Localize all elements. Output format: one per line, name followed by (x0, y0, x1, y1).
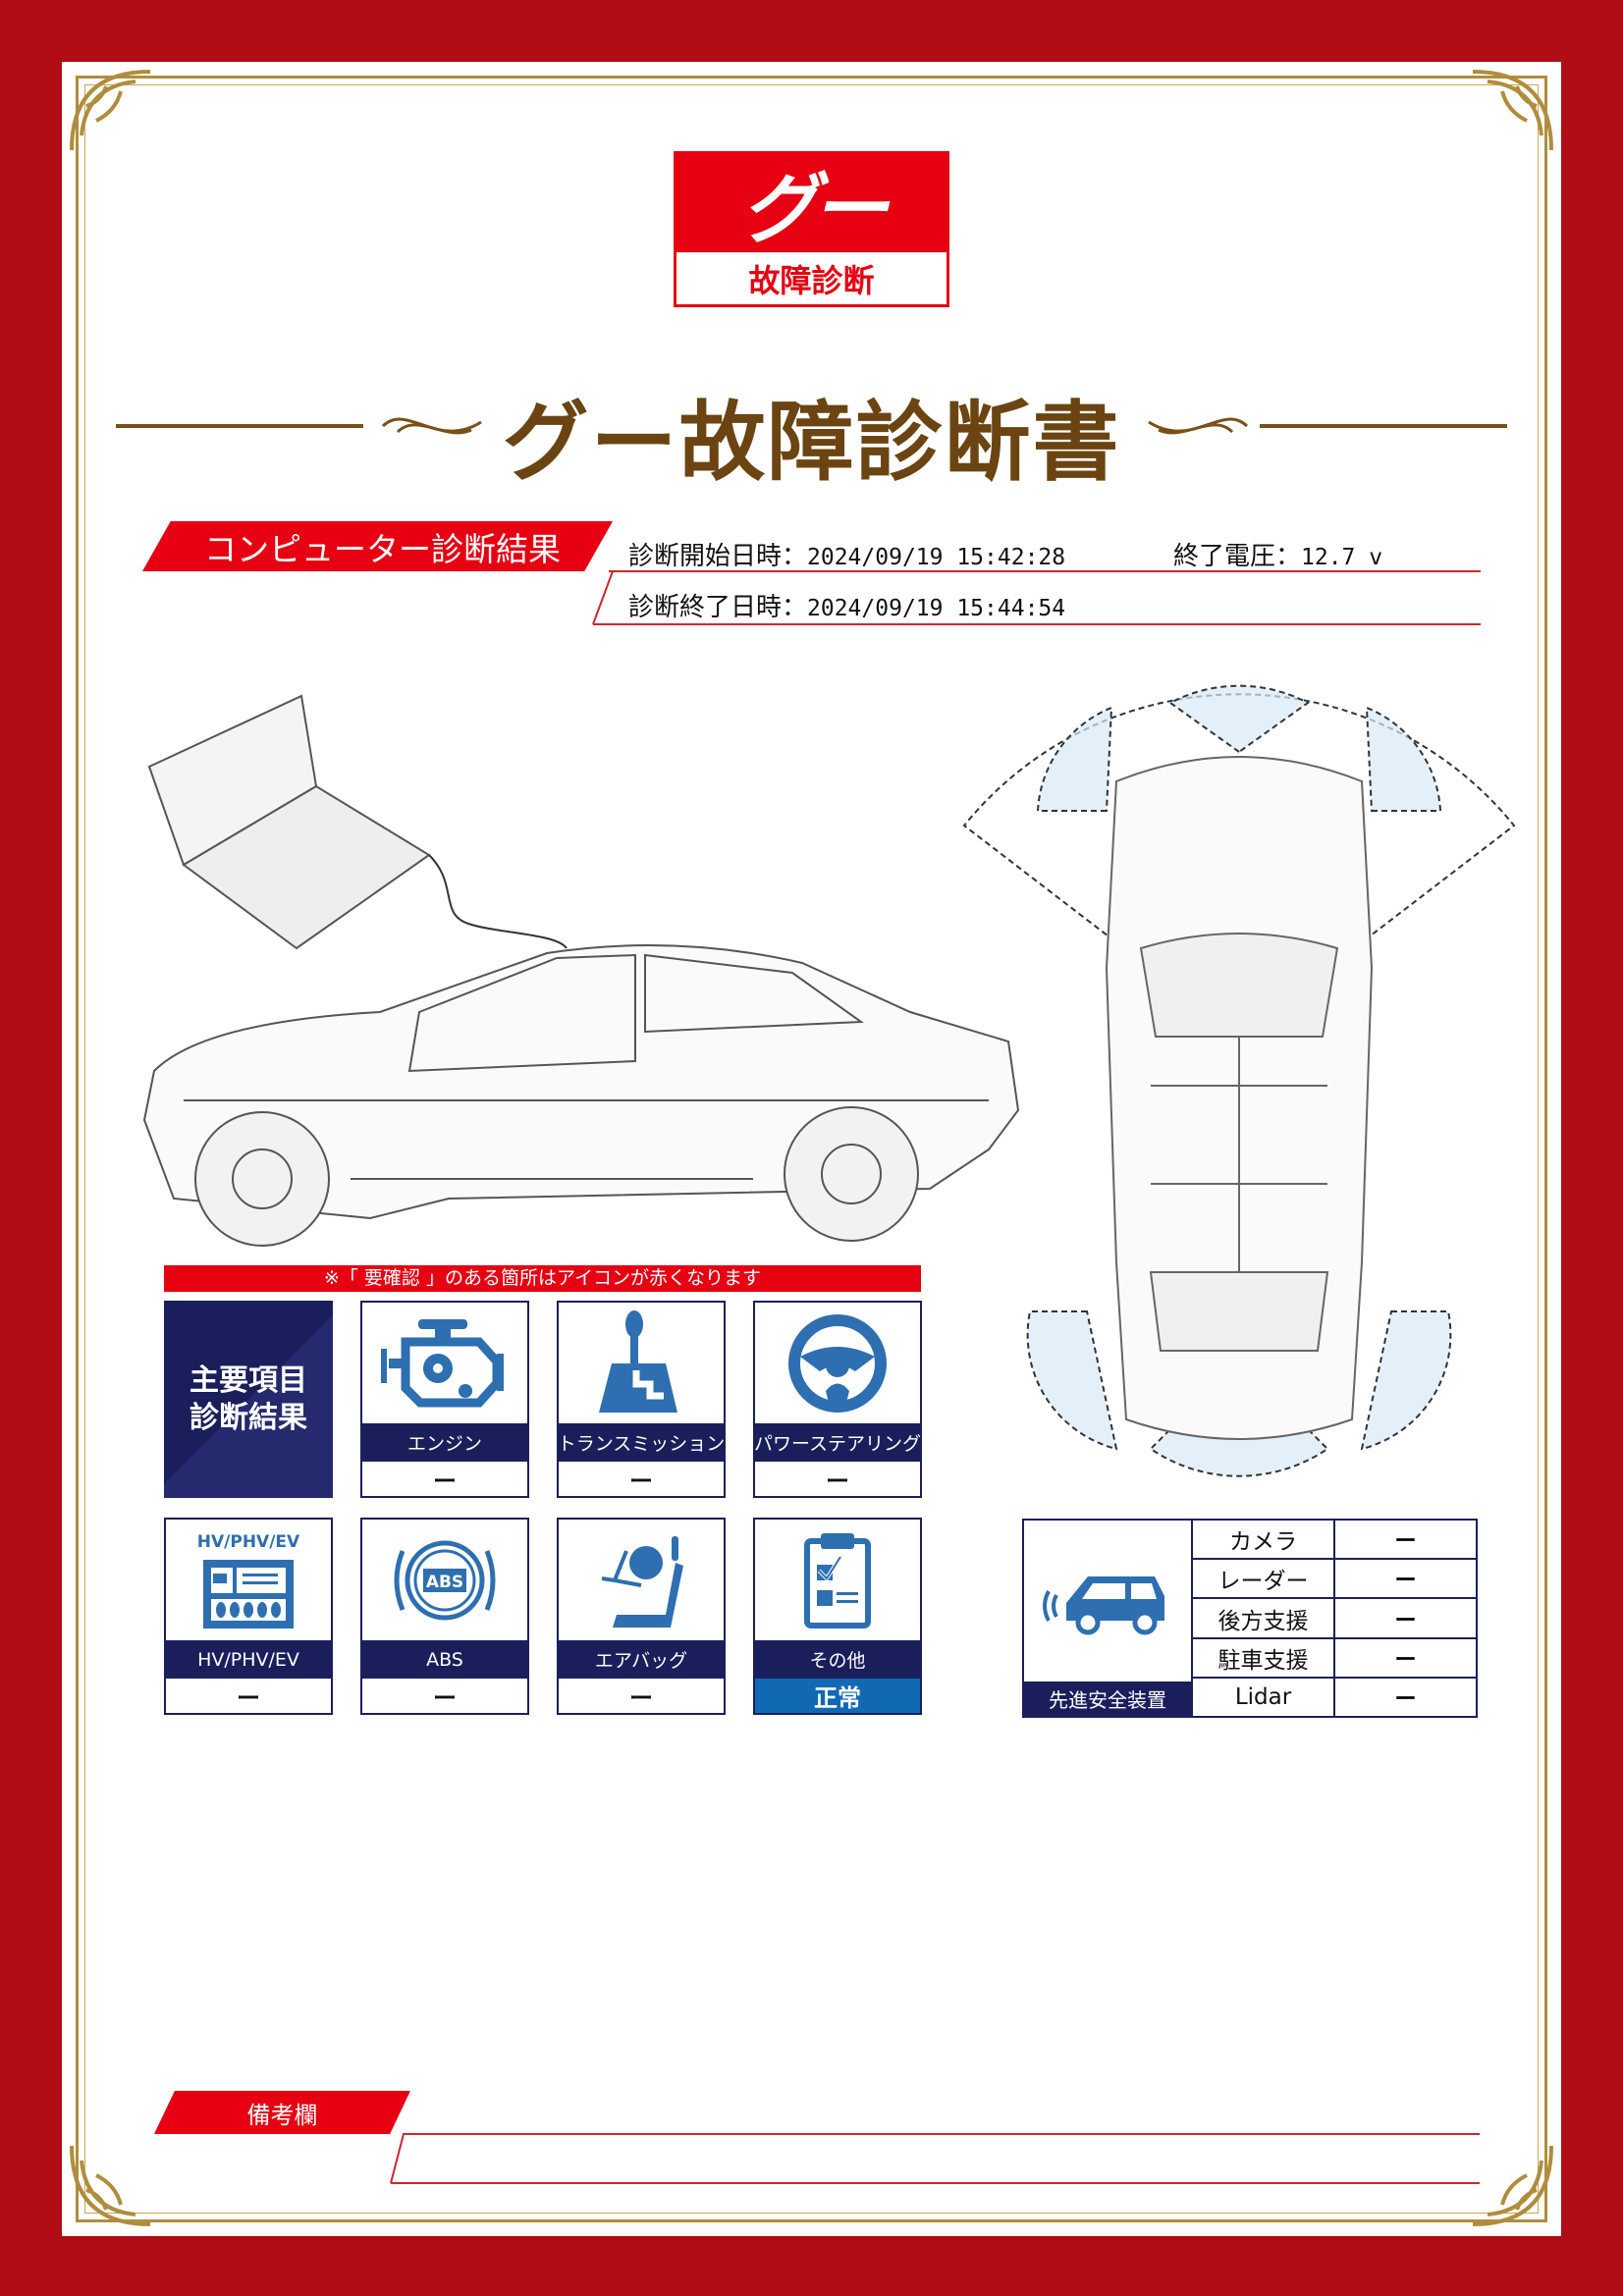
item-value: ー (433, 1684, 457, 1712)
gold-border (76, 76, 1547, 2222)
info-rule-2 (593, 623, 1481, 625)
car-sensor-icon (1043, 1576, 1164, 1635)
title-rule-right (1260, 424, 1507, 428)
remarks-rule-1 (403, 2133, 1480, 2135)
item-label: エンジン (362, 1423, 527, 1462)
end-value: 2024/09/19 15:44:54 (807, 596, 1066, 621)
adas-row-camera: カメラ ー (1193, 1521, 1476, 1561)
gear-shift-icon (599, 1309, 677, 1413)
main-tile-line2: 診断結果 (189, 1400, 307, 1435)
item-value-ok: 正常 (755, 1679, 920, 1713)
remarks-rule-2 (391, 2182, 1480, 2184)
item-engine: エンジン ー (360, 1301, 529, 1498)
title-rule-left (116, 424, 363, 428)
ornament-corner-icon (1472, 70, 1553, 151)
adas-row-label: カメラ (1193, 1521, 1335, 1559)
voltage-label: 終了電圧： (1173, 542, 1302, 571)
item-label: トランスミッション (558, 1423, 725, 1462)
end-label: 診断終了日時： (628, 593, 808, 622)
car-top-illustration (962, 684, 1516, 1477)
battery-icon (203, 1559, 294, 1629)
logo-subtitle: 故障診断 (748, 261, 875, 299)
item-power-steering: パワーステアリング ー (753, 1301, 922, 1498)
car-side-illustration (142, 694, 1020, 1247)
item-value: ー (826, 1468, 849, 1495)
main-tile-line1: 主要項目 (189, 1363, 307, 1398)
clipboard-icon (804, 1532, 871, 1629)
item-transmission: トランスミッション ー (557, 1301, 726, 1498)
icon-caption: HV/PHV/EV (196, 1531, 300, 1552)
adas-row-value: ー (1394, 1529, 1417, 1555)
diagnosis-end: 診断終了日時：2024/09/19 15:44:54 (628, 587, 1065, 623)
notice-banner: ※「 要確認 」のある箇所はアイコンが赤くなります (164, 1265, 921, 1292)
item-value: ー (237, 1684, 260, 1712)
diagnosis-start: 診断開始日時：2024/09/19 15:42:28 (628, 536, 1065, 572)
item-label: その他 (755, 1640, 920, 1679)
item-value: ー (433, 1468, 457, 1495)
start-label: 診断開始日時： (628, 542, 808, 571)
adas-row-value: ー (1394, 1569, 1417, 1594)
item-value: ー (629, 1468, 653, 1495)
item-value: ー (629, 1684, 653, 1712)
airbag-icon (601, 1535, 683, 1628)
adas-label: 先進安全装置 (1024, 1682, 1191, 1716)
item-other: その他 正常 (753, 1518, 922, 1715)
voltage-value: 12.7 v (1301, 545, 1383, 570)
engine-icon (381, 1318, 504, 1407)
adas-row-value: ー (1394, 1647, 1417, 1673)
page-title: グー故障診断書 (502, 392, 1121, 493)
ornament-corner-icon (1472, 2145, 1553, 2226)
remarks-slant (390, 2134, 405, 2184)
main-items-tile: 主要項目診断結果 (164, 1301, 333, 1498)
item-airbag: エアバッグ ー (557, 1518, 726, 1715)
adas-row-label: Lidar (1193, 1678, 1335, 1717)
abs-icon-text: ABS (426, 1573, 463, 1592)
gold-inner-border (84, 84, 1539, 2214)
flourish-left-icon (381, 417, 482, 435)
adas-row-label: 後方支援 (1193, 1599, 1335, 1637)
adas-row-label: 駐車支援 (1193, 1638, 1335, 1677)
logo-mark: グー (676, 154, 947, 254)
adas-row-label: レーダー (1193, 1560, 1335, 1598)
item-hv-phv-ev: HV/PHV/EV HV/PHV/EV ー (164, 1518, 333, 1715)
item-abs: ABS ABS ー (360, 1518, 529, 1715)
item-label: エアバッグ (559, 1640, 724, 1679)
flourish-right-icon (1148, 417, 1249, 435)
item-label: ABS (362, 1640, 527, 1679)
adas-row-rear-assist: 後方支援 ー (1193, 1599, 1476, 1639)
adas-row-value: ー (1394, 1608, 1417, 1633)
info-rule-1 (609, 570, 1481, 572)
item-label: パワーステアリング (754, 1423, 921, 1462)
section-header: コンピューター診断結果 (142, 521, 613, 571)
abs-icon: ABS (394, 1540, 496, 1620)
ornament-corner-icon (70, 2145, 151, 2226)
adas-row-radar: レーダー ー (1193, 1560, 1476, 1600)
goo-logo: グー 故障診断 (674, 151, 949, 307)
item-label: HV/PHV/EV (166, 1640, 331, 1679)
remarks-header: 備考欄 (154, 2091, 410, 2134)
adas-row-lidar: Lidar ー (1193, 1678, 1476, 1717)
adas-row-value: ー (1394, 1686, 1417, 1712)
steering-wheel-icon (788, 1313, 887, 1413)
ornament-corner-icon (70, 70, 151, 151)
adas-row-parking-assist: 駐車支援 ー (1193, 1638, 1476, 1679)
end-voltage: 終了電圧：12.7 v (1173, 536, 1382, 572)
start-value: 2024/09/19 15:42:28 (807, 545, 1066, 570)
info-slant (592, 571, 614, 625)
